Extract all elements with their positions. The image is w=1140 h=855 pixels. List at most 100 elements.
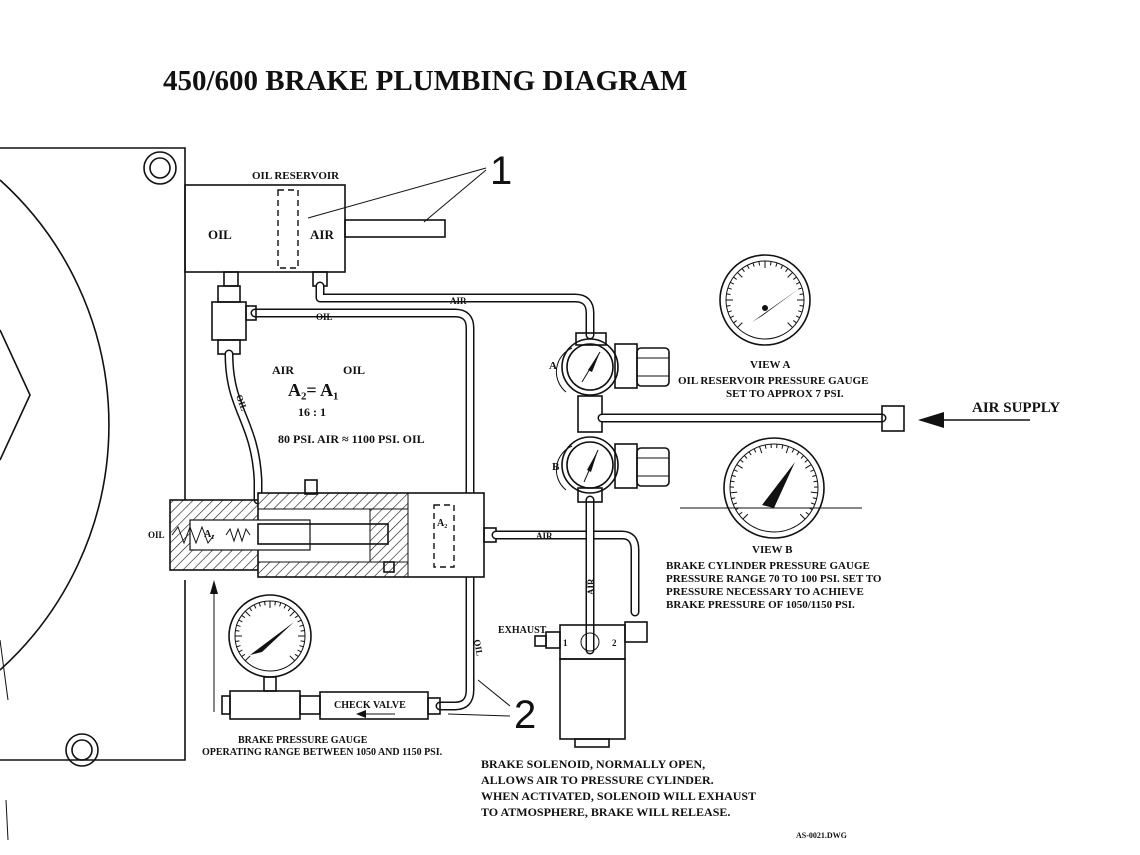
mounting-bolt-icon (143, 151, 177, 185)
gauge-tick (730, 281, 735, 285)
gauge-tick (810, 502, 816, 505)
gauge-tick (799, 513, 806, 520)
gauge-tick (758, 261, 761, 266)
solenoid-note: BRAKE SOLENOID, NORMALLY OPEN, ALLOWS AI… (481, 757, 756, 819)
gauge-tick (236, 624, 241, 627)
gauge-tick (730, 491, 738, 494)
gauge-tick (249, 607, 253, 612)
gauge-tick (810, 469, 815, 472)
reservoir-air-label: AIR (310, 227, 334, 242)
formula-equation: A₂= A₁ (288, 380, 339, 400)
flow-arrow-icon (210, 580, 218, 594)
gauge-tick (235, 640, 240, 642)
gauge-tick (781, 444, 784, 449)
gauge-tick (800, 455, 805, 459)
gauge-tick (297, 649, 302, 653)
area-formula: AIR OIL A₂= A₁ 16 : 1 80 PSI. AIR ≈ 1100… (272, 363, 425, 446)
gauge-tick (780, 265, 784, 270)
gauge-tick (753, 448, 757, 453)
solenoid-port-2: 2 (612, 638, 617, 648)
gauge-tick (804, 459, 809, 463)
gauge-tick (274, 601, 276, 606)
gauge-tick (244, 610, 251, 617)
gauge-tick (283, 604, 287, 609)
solenoid-note-1: BRAKE SOLENOID, NORMALLY OPEN, (481, 757, 705, 771)
gauge-tick (727, 287, 732, 290)
air-supply-line: AIR SUPPLY (597, 400, 1060, 432)
view-b-line-4: BRAKE PRESSURE OF 1050/1150 PSI. (666, 599, 855, 611)
gauge-tick (791, 448, 795, 453)
view-b-line-3: PRESSURE NECESSARY TO ACHIEVE (666, 586, 864, 598)
diagram-title: 450/600 BRAKE PLUMBING DIAGRAM (163, 65, 687, 97)
brake-gauge-range: OPERATING RANGE BETWEEN 1050 AND 1150 PS… (202, 747, 443, 758)
callout-2: 2 (514, 693, 536, 737)
gauge-tick (300, 630, 305, 632)
air-line-label-cyl: AIR (536, 531, 553, 541)
solenoid-note-3: WHEN ACTIVATED, SOLENOID WILL EXHAUST (481, 789, 756, 803)
gauge-tick (795, 281, 800, 285)
gauge-tick (810, 491, 818, 494)
gauge-tick (739, 459, 744, 463)
oil-reservoir: OIL RESERVOIR OIL AIR (184, 170, 446, 287)
gauge-tick (798, 310, 803, 313)
gauge-tick (733, 276, 737, 280)
drawing-id: AS-0021.DWG (796, 831, 847, 840)
view-b-title: VIEW B (752, 544, 793, 556)
view-a-line-2: SET TO APPROX 7 PSI. (726, 388, 844, 400)
gauge-tick (741, 268, 745, 272)
view-b-line-2: PRESSURE RANGE 70 TO 100 PSI. SET TO (666, 573, 882, 585)
gauge-tick (799, 293, 804, 296)
gauge-tick (796, 451, 800, 456)
solenoid-note-2: ALLOWS AIR TO PRESSURE CYLINDER. (481, 773, 714, 787)
gauge-tick (743, 455, 748, 459)
gauge-tick (299, 624, 304, 627)
callout-1: 1 (490, 149, 512, 193)
gauge-tick (785, 446, 790, 454)
cylinder-oil-label: OIL (148, 530, 165, 540)
gauge-tick (289, 610, 296, 617)
gauge-tick (732, 502, 738, 505)
gauge-tick (726, 293, 731, 296)
view-a-title: VIEW A (750, 359, 791, 371)
gauge-tick (258, 602, 261, 607)
gauge-tick (253, 604, 257, 609)
gauge-tick (236, 645, 241, 648)
gauge-tick (737, 272, 743, 278)
formula-air: AIR (272, 363, 294, 377)
gauge-tick (812, 497, 817, 500)
brake-pressure-gauge: BRAKE PRESSURE GAUGE OPERATING RANGE BET… (202, 580, 443, 758)
gauge-tick (727, 310, 732, 313)
gauge-tick (746, 265, 750, 270)
gauge-tick (812, 474, 817, 477)
gauge-tick (241, 653, 246, 657)
gauge-tick (726, 304, 731, 307)
gauge-tick (733, 320, 737, 324)
solenoid-note-4: TO ATMOSPHERE, BRAKE WILL RELEASE. (481, 805, 730, 819)
gauge-tick (742, 513, 749, 520)
brake-gauge-title: BRAKE PRESSURE GAUGE (238, 735, 368, 746)
area-a2-label: A₂ (437, 518, 447, 529)
regulator-a-label: A (549, 360, 557, 372)
gauge-tick (279, 602, 282, 607)
gauge-tick (793, 320, 797, 324)
air-supply-label: AIR SUPPLY (972, 400, 1060, 416)
exhaust-label: EXHAUST (498, 625, 547, 636)
gauge-tick (758, 446, 763, 454)
gauge-tick (798, 287, 803, 290)
gauge-tick (748, 451, 752, 456)
area-a1-label: A₁ (204, 529, 214, 540)
air-line-cylinder: AIR (491, 530, 640, 617)
view-b-line-1: BRAKE CYLINDER PRESSURE GAUGE (666, 560, 870, 572)
air-line-label: AIR (450, 296, 467, 306)
oil-line-label-right: OIL (472, 639, 485, 657)
gauge-tick (805, 464, 812, 469)
brake-cylinder: A₁ A₂ OIL (148, 479, 497, 578)
gauge-tick (289, 655, 296, 662)
gauge-tick (238, 649, 243, 653)
gauge-tick (294, 615, 299, 619)
tee-fitting: OIL (211, 285, 263, 505)
view-a-line-1: OIL RESERVOIR PRESSURE GAUGE (678, 375, 868, 387)
formula-ratio: 16 : 1 (298, 405, 326, 419)
gauge-tick (244, 655, 251, 662)
gauge-tick (264, 601, 266, 606)
